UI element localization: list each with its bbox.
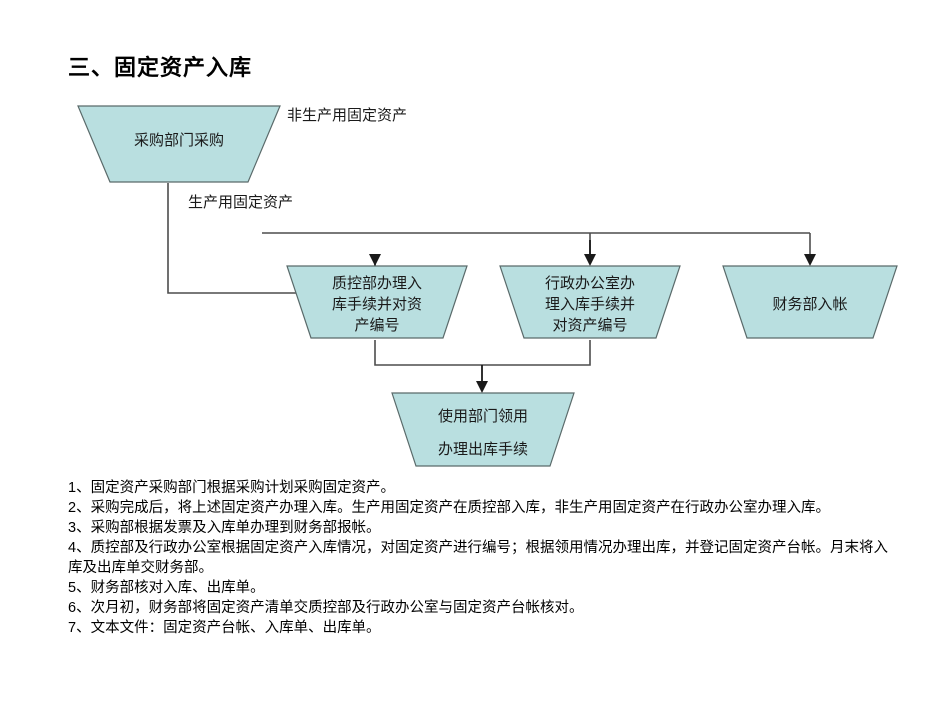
node-admin-label-line2: 理入库手续并 [545, 296, 635, 313]
node-admin-label-line3: 对资产编号 [552, 317, 627, 334]
edge-label-non-production: 非生产用固定资产 [287, 107, 407, 124]
note-item-1: 1、固定资产采购部门根据采购计划采购固定资产。 [68, 480, 396, 496]
note-item-3: 3、采购部根据发票及入库单办理到财务部报帐。 [68, 520, 381, 536]
arrowhead-finance [804, 254, 816, 266]
page-title: 三、固定资产入库 [68, 55, 253, 80]
note-item-6: 6、次月初，财务部将固定资产清单交质控部及行政办公室与固定资产台帐核对。 [68, 600, 584, 616]
note-item-7: 7、文本文件：固定资产台帐、入库单、出库单。 [68, 620, 381, 636]
note-item-4: 4、质控部及行政办公室根据固定资产入库情况，对固定资产进行编号；根据领用情况办理… [68, 540, 889, 576]
edge-label-production: 生产用固定资产 [188, 194, 293, 211]
node-admin-label-line1: 行政办公室办 [545, 275, 635, 292]
node-qc-label-line2: 库手续并对资 [332, 296, 422, 313]
flowchart: 采购部门采购 质控部办理入 库手续并对资 产编号 行政办公室办 理入库手续并 对… [77, 105, 898, 467]
node-qc-label-line1: 质控部办理入 [332, 275, 422, 292]
arrowhead-department [476, 381, 488, 393]
note-item-2: 2、采购完成后，将上述固定资产办理入库。生产用固定资产在质控部入库，非生产用固定… [68, 500, 831, 516]
node-department-label-line1: 使用部门领用 [438, 408, 528, 425]
notes-list: 1、固定资产采购部门根据采购计划采购固定资产。 2、采购完成后，将上述固定资产办… [68, 478, 898, 638]
node-department-label-line2: 办理出库手续 [438, 441, 528, 458]
node-finance[interactable] [722, 265, 898, 339]
node-admin[interactable] [499, 265, 681, 339]
node-department[interactable] [391, 392, 575, 467]
note-item-5: 5、财务部核对入库、出库单。 [68, 580, 265, 596]
connector-merge-qc-admin [374, 340, 591, 366]
node-purchase-label: 采购部门采购 [134, 132, 224, 149]
node-purchase[interactable] [77, 105, 281, 183]
node-qc-label-line3: 产编号 [354, 317, 399, 334]
node-finance-label: 财务部入帐 [772, 296, 847, 313]
arrowhead-admin [584, 254, 596, 266]
node-qc[interactable] [286, 265, 468, 339]
arrowhead-qc [369, 254, 381, 266]
